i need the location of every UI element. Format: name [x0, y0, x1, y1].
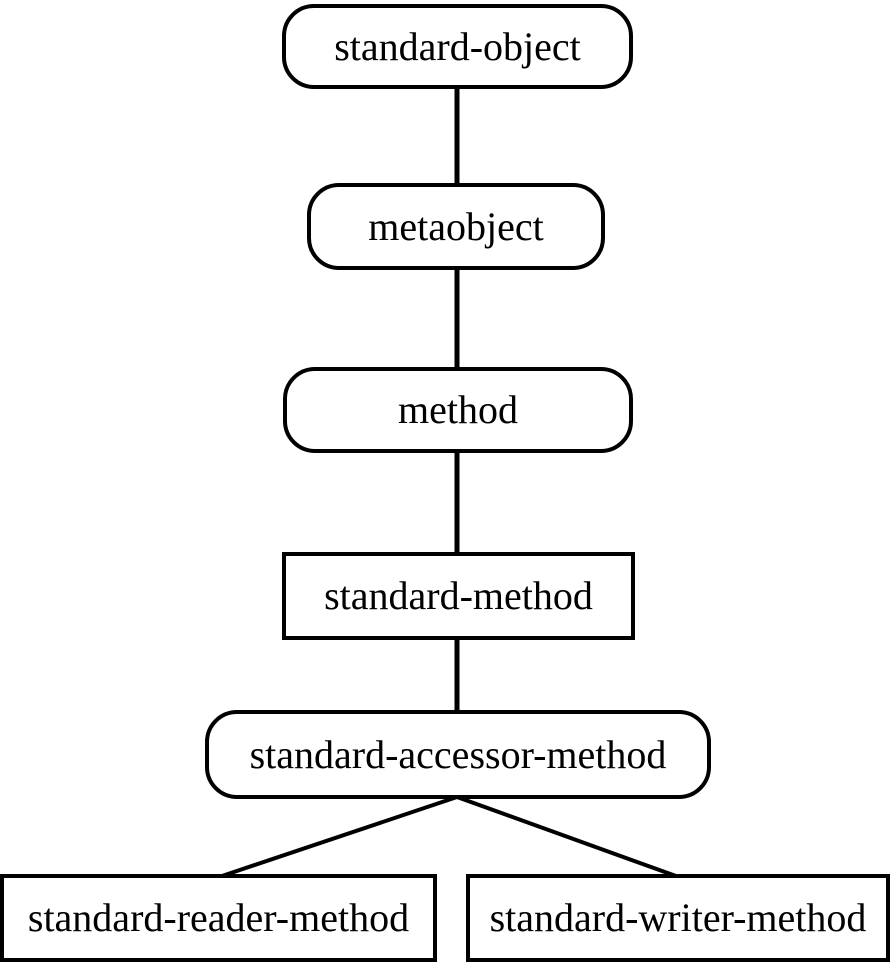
- node-standard-writer-method-label: standard-writer-method: [489, 895, 867, 940]
- node-standard-accessor-method-label: standard-accessor-method: [249, 731, 667, 777]
- node-standard-method: standard-method: [282, 552, 635, 640]
- node-method: method: [283, 367, 633, 453]
- node-standard-object-label: standard-object: [334, 23, 581, 69]
- node-standard-reader-method: standard-reader-method: [0, 874, 437, 962]
- node-standard-reader-method-label: standard-reader-method: [27, 895, 410, 940]
- node-metaobject: metaobject: [307, 183, 605, 270]
- node-standard-writer-method: standard-writer-method: [466, 874, 890, 962]
- node-standard-accessor-method: standard-accessor-method: [205, 710, 711, 799]
- edge-standard-accessor-method-standard-reader-method: [221, 795, 458, 878]
- node-method-label: method: [398, 387, 518, 432]
- node-standard-object: standard-object: [282, 4, 633, 89]
- edge-standard-accessor-method-standard-writer-method: [456, 795, 677, 878]
- node-standard-method-label: standard-method: [324, 573, 593, 618]
- node-metaobject-label: metaobject: [368, 203, 544, 249]
